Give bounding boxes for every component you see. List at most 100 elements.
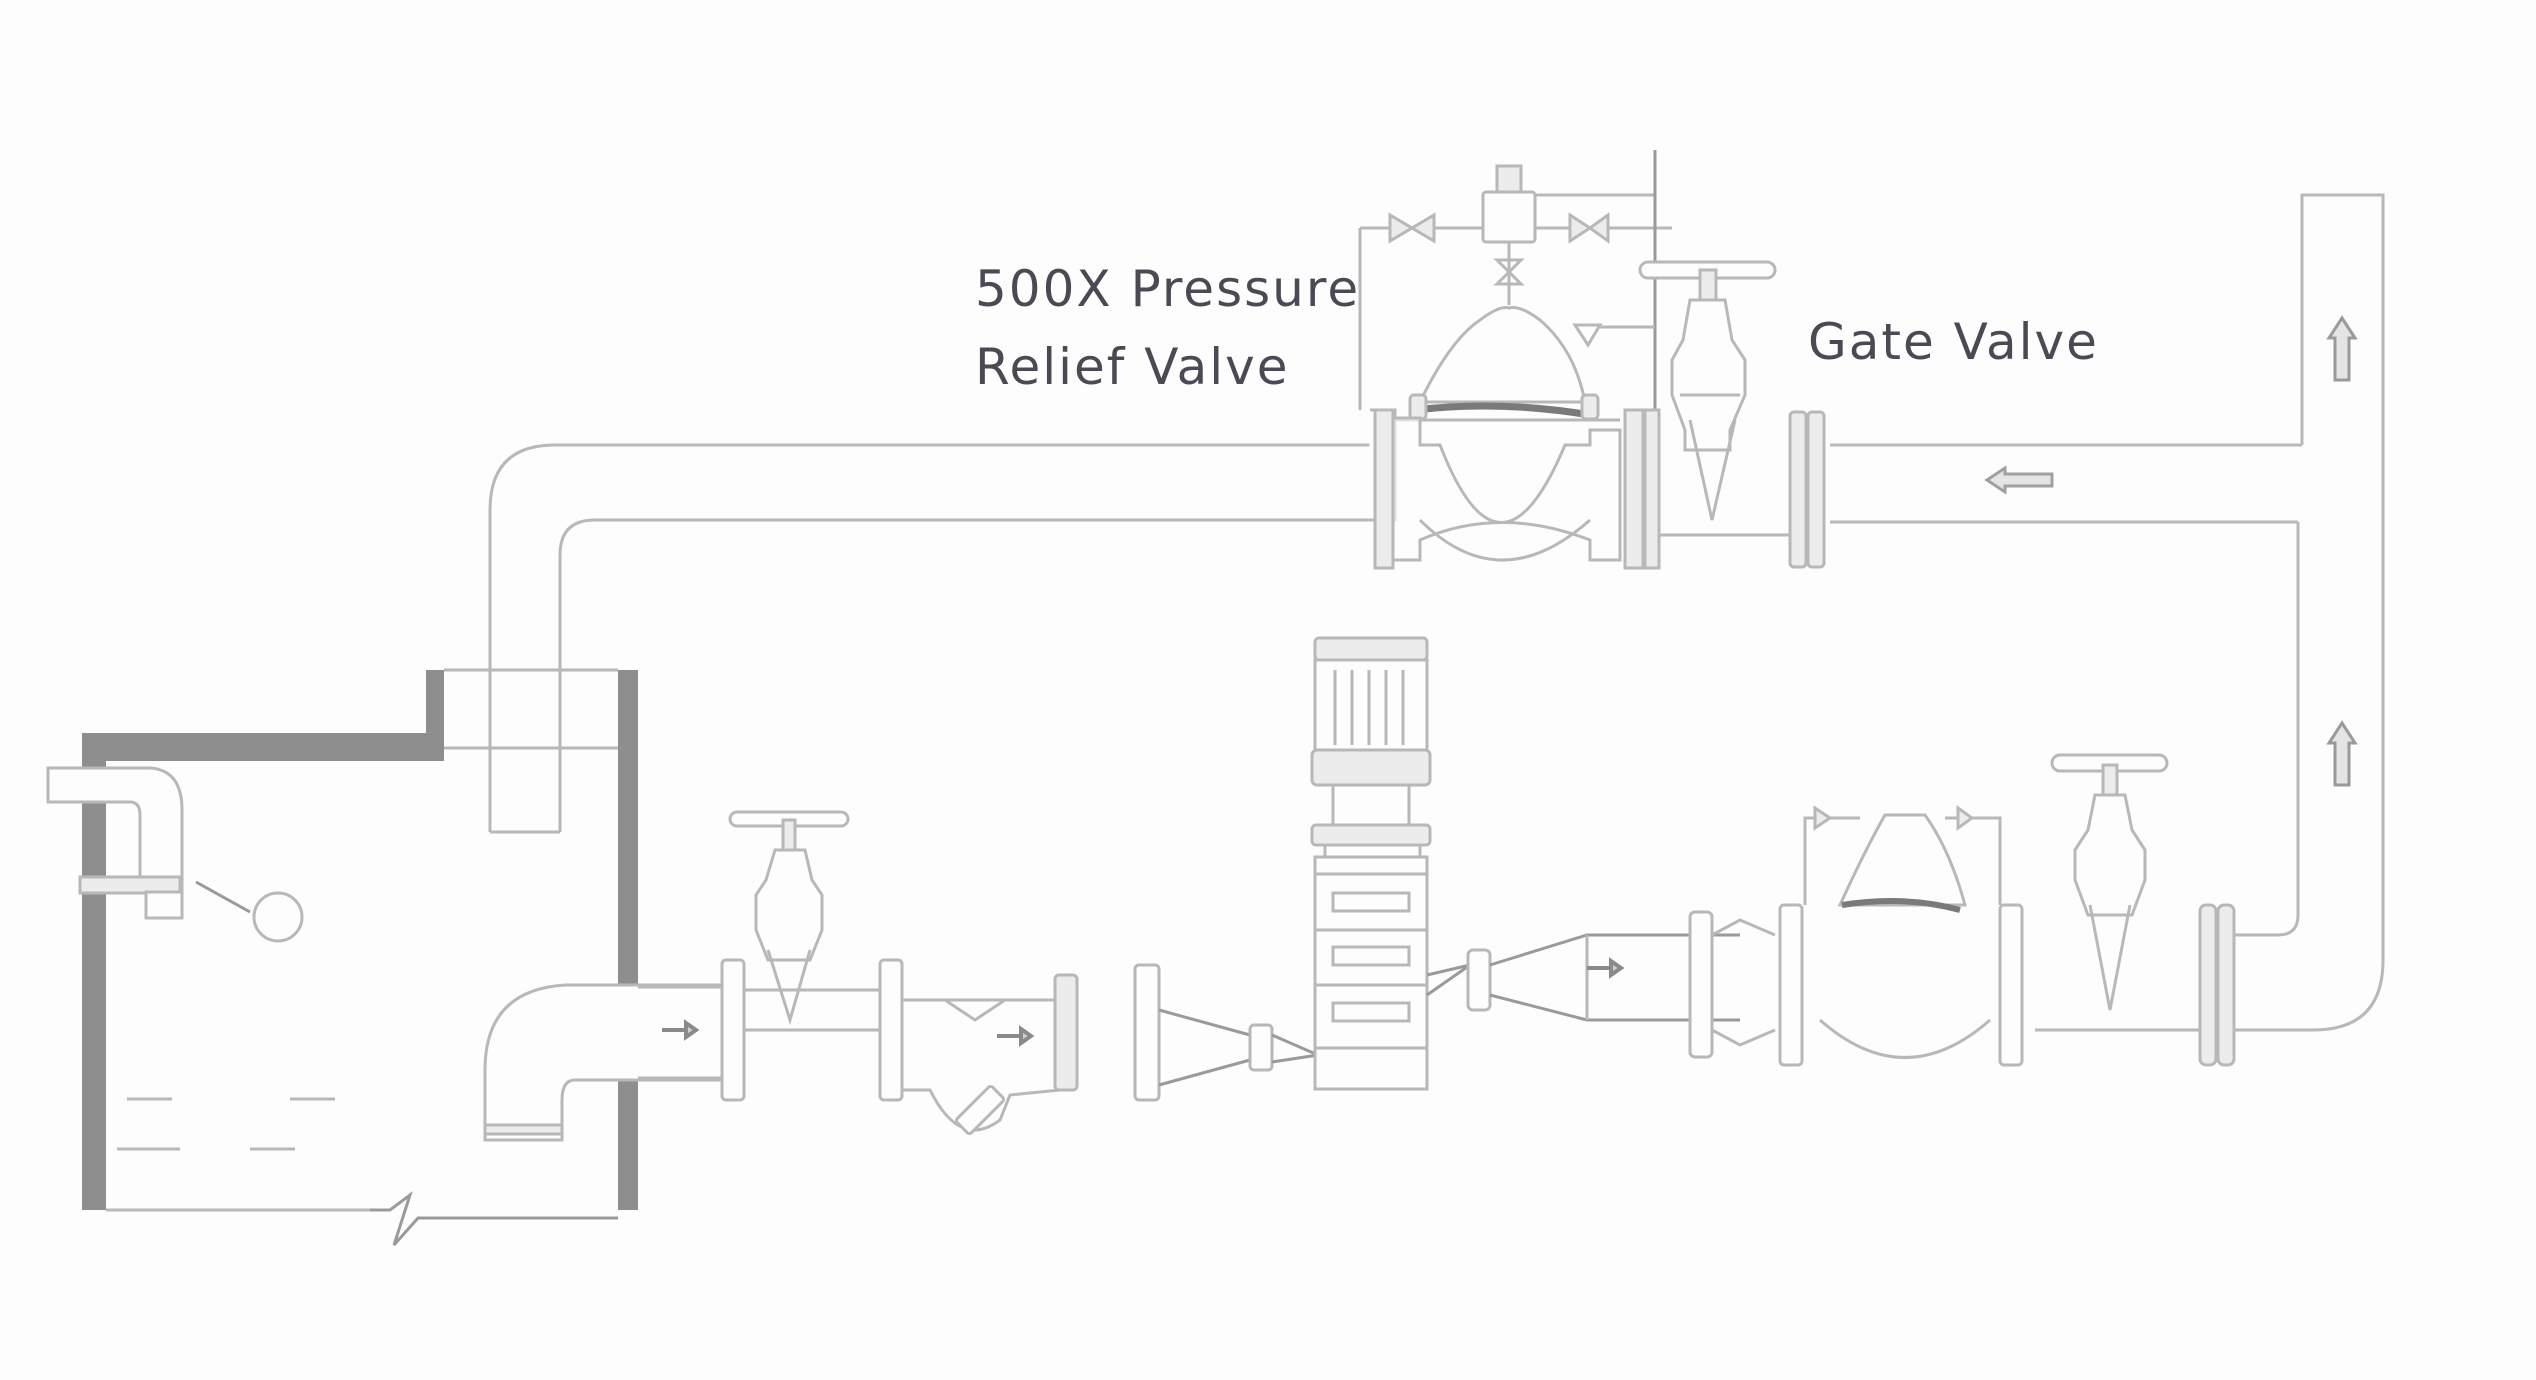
control-needle-valve-icon [1813, 805, 1833, 831]
reducer-flange [1466, 948, 1492, 1012]
strainer-flange [1053, 973, 1079, 1092]
vertical-pump [1310, 636, 1432, 1091]
strainer-top-notch [944, 998, 1006, 1022]
pump-coupling [1331, 783, 1411, 827]
float-arm [195, 880, 251, 914]
pump-motor [1313, 658, 1429, 752]
prv-pilot-valve [1481, 190, 1537, 244]
reducer-bottom [1158, 1058, 1251, 1087]
gate-valve-bonnet [2073, 793, 2147, 917]
prv-outlet-flange [1623, 408, 1645, 570]
float-arm-bracket [78, 875, 182, 895]
gate-valve-flange-2 [2216, 903, 2236, 1067]
prv-body-bowl [1418, 518, 1591, 562]
riser-inner [2235, 522, 2300, 937]
joint-bellow-bottom [1711, 1028, 1776, 1047]
prv-strainer-icon [1572, 323, 1603, 348]
gate-valve-label: Gate Valve [1808, 313, 2099, 371]
control-valve-bowl [1819, 1018, 1991, 1059]
return-pipe [488, 443, 2302, 834]
y-strainer [902, 963, 1161, 1136]
prv-diaphragm [1414, 402, 1591, 419]
gate-valve-flange [1788, 410, 1808, 569]
gate-valve-wedge [766, 949, 812, 1026]
prv-bolt [1580, 393, 1600, 421]
prv-bolt [1408, 393, 1428, 421]
pump-head [1310, 823, 1432, 847]
pressure-relief-valve-label-line2: Relief Valve [975, 338, 1290, 396]
suction-gate-valve [720, 810, 904, 1102]
relief-return-gate-valve [1638, 260, 1826, 569]
control-valve-bonnet [1837, 813, 1967, 907]
joint-flange [1688, 910, 1714, 1059]
flow-arrow-up-icon [2326, 315, 2358, 382]
reducer-top [1158, 1008, 1251, 1037]
pump-motor-cap [1313, 636, 1429, 662]
gate-valve-bonnet [1670, 298, 1747, 452]
control-valve-flange-2 [1998, 903, 2024, 1067]
float-inlet-pipe [46, 766, 184, 894]
flow-arrow-right-icon [662, 1019, 700, 1041]
pump-stage-window [1331, 945, 1411, 967]
gate-valve-flange [720, 958, 746, 1102]
prv-bonnet [1417, 306, 1587, 404]
reducer-pump-flange [1248, 1023, 1274, 1072]
control-valve [1778, 805, 2024, 1067]
prv-ball-valve-icon [1587, 212, 1610, 244]
reducer-inlet [1158, 1008, 1324, 1087]
prv-needle-valve-icon [1409, 212, 1436, 244]
prv-pilot-cap [1495, 164, 1523, 194]
gate-valve-stem [781, 818, 797, 852]
tank-roof-left [82, 733, 427, 761]
prv-inlet-flange [1373, 408, 1395, 570]
float-ball [252, 891, 304, 943]
prv-ball-valve-icon [1568, 212, 1593, 244]
pressure-relief-valve-label: 500X Pressure Relief Valve [975, 250, 1360, 406]
suction-elbow [483, 983, 732, 1142]
flow-arrow-left-icon [1984, 465, 2054, 495]
return-pipe-inner [558, 518, 1370, 832]
gate-valve-stem [1698, 268, 1718, 302]
tank-wall-left [82, 733, 106, 1210]
return-pipe-outer [488, 443, 1370, 832]
tank-floor-break [370, 1190, 618, 1246]
pump-motor-base [1310, 748, 1432, 787]
riser-outer [2235, 193, 2385, 1032]
control-needle-valve-icon [1956, 805, 1975, 831]
pressure-relief-valve-label-line1: 500X Pressure [975, 260, 1361, 318]
pump-suction-nozzle [1271, 1033, 1324, 1064]
float-valve-body [144, 890, 184, 920]
tank-roof-step [426, 670, 444, 761]
pressure-relief-valve [1358, 150, 1672, 570]
tank-wall-right [618, 670, 638, 1210]
gate-valve-wedge [2088, 904, 2132, 1011]
float-valve [46, 766, 304, 943]
flow-arrow-up-icon [2326, 720, 2358, 787]
suction-pipe [483, 983, 732, 1142]
water-tank [82, 668, 638, 1246]
gate-valve-flange-2 [878, 958, 904, 1102]
flow-arrow-right-icon [1587, 957, 1625, 979]
check-joint [1688, 910, 1776, 1059]
gate-valve-flange [2198, 903, 2218, 1067]
pump-discharge-nozzle [1426, 963, 1471, 997]
reducer-flange [1133, 963, 1161, 1102]
prv-needle-valve-icon [1388, 212, 1415, 244]
pump-stage-window [1331, 891, 1411, 913]
suction-bell-mouth [483, 1123, 564, 1136]
riser [2235, 193, 2385, 1032]
discharge-gate-valve [2035, 753, 2236, 1067]
prv-body [1378, 416, 1622, 562]
control-valve-diaphragm [1841, 898, 1961, 913]
pump-stage-window [1331, 1001, 1411, 1023]
strainer-screen-cap [954, 1084, 1006, 1136]
gate-valve-stem [2101, 763, 2119, 797]
gate-valve-wedge [1688, 419, 1737, 521]
prv-outlet-flange-2 [1643, 408, 1661, 570]
flow-arrows [662, 315, 2358, 1047]
flow-arrow-right-icon [997, 1025, 1035, 1047]
pump-head-neck [1323, 843, 1422, 859]
joint-bellow-top [1711, 918, 1776, 937]
gate-valve-flange-2 [1806, 410, 1826, 569]
